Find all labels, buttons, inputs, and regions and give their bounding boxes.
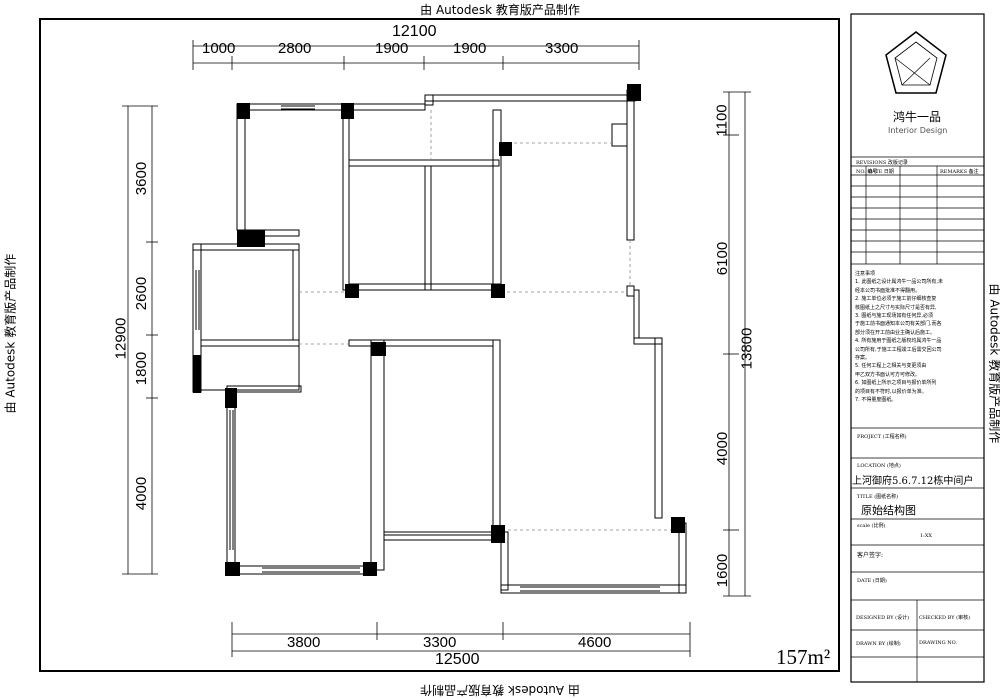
- dim-top-seg: 2800: [278, 40, 311, 57]
- note-line: 存案。: [855, 354, 981, 362]
- dim-top-seg: 1000: [202, 40, 235, 57]
- scale-value: 1:XX: [920, 533, 932, 539]
- dim-bottom-seg: 3300: [423, 634, 456, 651]
- dimension-lines: [122, 40, 751, 657]
- location-value: 上河御府5.6.7.12栋中间户: [852, 472, 973, 487]
- note-line: 甲乙双方书面认可方可修改。: [855, 371, 981, 379]
- date-label: DATE (日期): [857, 577, 887, 584]
- note-line: 2. 施工单位必须于施工前仔细核查复: [855, 295, 981, 303]
- dim-left-seg: 2600: [133, 277, 150, 310]
- note-line: 7. 不得量度图纸。: [855, 396, 981, 404]
- notes-block: 注意事项 1. 此图纸之设计属鸿牛一品公司所有,未 经本公司书面批准不得翻用。 …: [855, 270, 981, 405]
- area-label: 157m²: [776, 645, 830, 670]
- note-line: 的项目有不符时,以报价单为准。: [855, 388, 981, 396]
- structural-columns: [193, 84, 685, 576]
- dim-right-seg: 4000: [714, 432, 731, 465]
- dim-bottom-seg: 4600: [578, 634, 611, 651]
- note-line: 于施工前书面通知本公司有关部门,而各: [855, 320, 981, 328]
- drawing-no-label: DRAWING NO.: [919, 640, 957, 646]
- checked-by-label: CHECKED BY (审核): [919, 614, 970, 621]
- note-line: 经本公司书面批准不得翻用。: [855, 287, 981, 295]
- dim-top-seg: 1900: [375, 40, 408, 57]
- revisions-header: REMARKS 备注: [940, 168, 979, 175]
- scale-label: scale (比例): [857, 522, 885, 529]
- note-line: 5. 任何工程上之相关与变更须由: [855, 362, 981, 370]
- drawing-title: 原始结构图: [861, 502, 916, 518]
- dim-left-seg: 3600: [133, 162, 150, 195]
- dim-right-total: 13800: [738, 328, 755, 370]
- dim-top-total: 12100: [392, 23, 437, 41]
- note-line: 部分须在开工前由业主确认后施工。: [855, 329, 981, 337]
- revisions-title: REVISIONS 改版记录: [856, 159, 908, 166]
- note-line: 3. 图纸与施工现场如有任何异,必须: [855, 312, 981, 320]
- dim-right-seg: 1100: [714, 104, 731, 136]
- title-label: TITLE (图纸名称): [857, 493, 898, 500]
- note-line: 公司所有,于施工工程竣工后需交回公司: [855, 346, 981, 354]
- designed-by-label: DESIGNED BY (设计): [856, 614, 909, 621]
- dim-top-seg: 1900: [453, 40, 486, 57]
- drawn-by-label: DRAWN BY (绘制): [856, 640, 901, 647]
- project-label: PROJECT (工程名称): [857, 433, 907, 440]
- logo-pentagon: [886, 32, 946, 93]
- dim-right-seg: 1600: [714, 554, 731, 587]
- note-line: 4. 所有施用于图纸之版权均属鸿牛一品: [855, 337, 981, 345]
- note-line: 6. 如图纸上所示之项目与报价单所列: [855, 379, 981, 387]
- note-line: 1. 此图纸之设计属鸿牛一品公司所有,未: [855, 278, 981, 286]
- note-line: 核图纸上之尺寸与实际尺寸是否有异,: [855, 304, 981, 312]
- notes-title: 注意事项: [855, 270, 981, 278]
- dim-top-seg: 3300: [545, 40, 578, 57]
- door-openings: [299, 110, 679, 530]
- client-signature-label: 客户签字:: [857, 550, 883, 559]
- brand-name: 鸿牛一品: [893, 108, 941, 125]
- dim-left-seg: 4000: [133, 477, 150, 510]
- floor-plan: [193, 90, 686, 593]
- dim-bottom-total: 12500: [435, 651, 480, 669]
- location-label: LOCATION (地点): [857, 462, 901, 469]
- dim-left-seg: 1800: [133, 352, 150, 385]
- brand-subtitle: Interior Design: [888, 126, 947, 135]
- dim-bottom-seg: 3800: [287, 634, 320, 651]
- revisions-header: DATE 日期: [868, 168, 894, 175]
- dim-left-total: 12900: [112, 318, 129, 360]
- dim-right-seg: 6100: [714, 242, 731, 275]
